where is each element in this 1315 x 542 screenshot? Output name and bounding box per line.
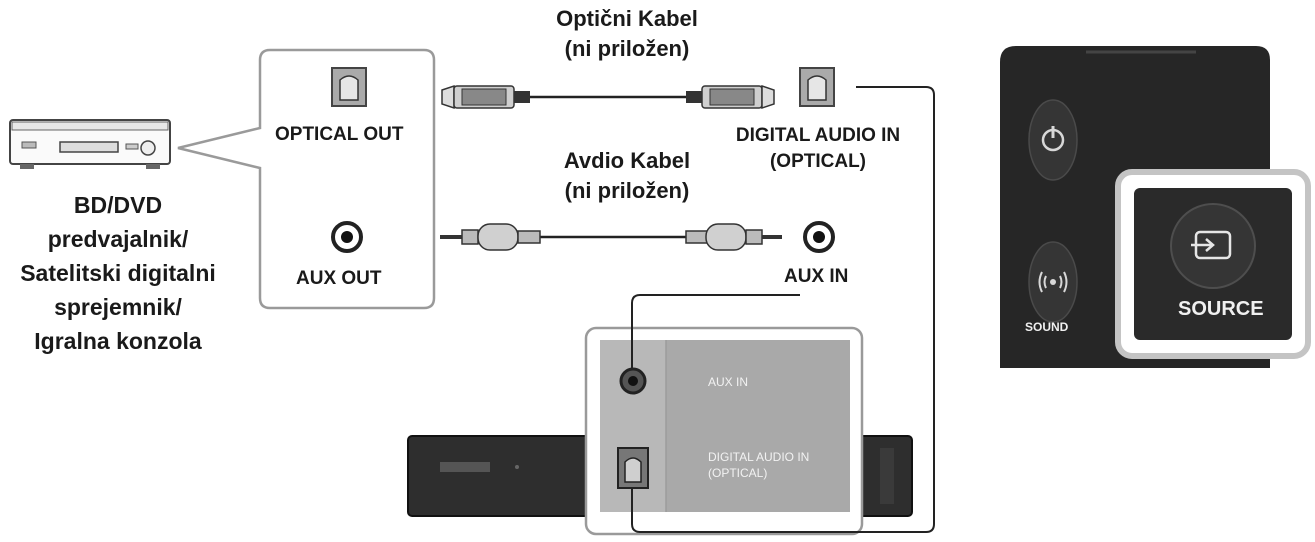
optical-cable-note: (ni priložen) — [564, 36, 690, 61]
audio-cable-note: (ni priložen) — [564, 178, 690, 203]
source-device-line: Igralna konzola — [34, 328, 202, 354]
optical-cable-label: Optični Kabel (ni priložen) — [512, 4, 742, 64]
soundbar-port-panel — [584, 326, 864, 536]
digital-audio-in-label: DIGITAL AUDIO IN (OPTICAL) — [718, 123, 918, 175]
source-device-line: sprejemnik/ — [54, 294, 182, 320]
aux-in-jack-icon — [803, 221, 835, 253]
aux-out-jack-icon — [331, 221, 363, 253]
optical-out-label: OPTICAL OUT — [275, 124, 404, 145]
optical-cable-title: Optični Kabel — [556, 6, 698, 31]
aux-in-label: AUX IN — [784, 266, 849, 287]
digital-audio-in-subtitle: (OPTICAL) — [769, 151, 867, 172]
connection-lines — [631, 86, 935, 533]
source-device-line: Satelitski digitalni — [20, 260, 216, 286]
source-device-line: BD/DVD — [73, 192, 163, 218]
source-button-highlight — [1115, 169, 1311, 359]
source-port-callout — [177, 48, 436, 310]
aux-out-label: AUX OUT — [296, 268, 382, 289]
source-device-label: BD/DVD predvajalnik/ Satelitski digitaln… — [0, 188, 236, 358]
panel-digital-audio-in-label: DIGITAL AUDIO IN (OPTICAL) — [708, 449, 809, 481]
digital-audio-in-port-icon — [799, 67, 835, 107]
audio-cable-title: Avdio Kabel — [563, 148, 691, 173]
optical-cable — [441, 84, 775, 110]
digital-audio-in-title: DIGITAL AUDIO IN — [735, 125, 901, 146]
sound-button-label: SOUND — [1025, 320, 1069, 334]
dvd-player-icon — [9, 119, 171, 169]
audio-cable-label: Avdio Kabel (ni priložen) — [512, 146, 742, 206]
source-button-label: SOURCE — [1178, 298, 1264, 320]
optical-out-port-icon — [331, 67, 367, 107]
source-device-line: predvajalnik/ — [47, 226, 189, 252]
panel-digital-audio-in-subtitle: (OPTICAL) — [708, 466, 768, 480]
panel-aux-in-label: AUX IN — [708, 375, 749, 389]
panel-digital-audio-in-title: DIGITAL AUDIO IN — [708, 450, 810, 464]
audio-cable — [440, 223, 782, 251]
